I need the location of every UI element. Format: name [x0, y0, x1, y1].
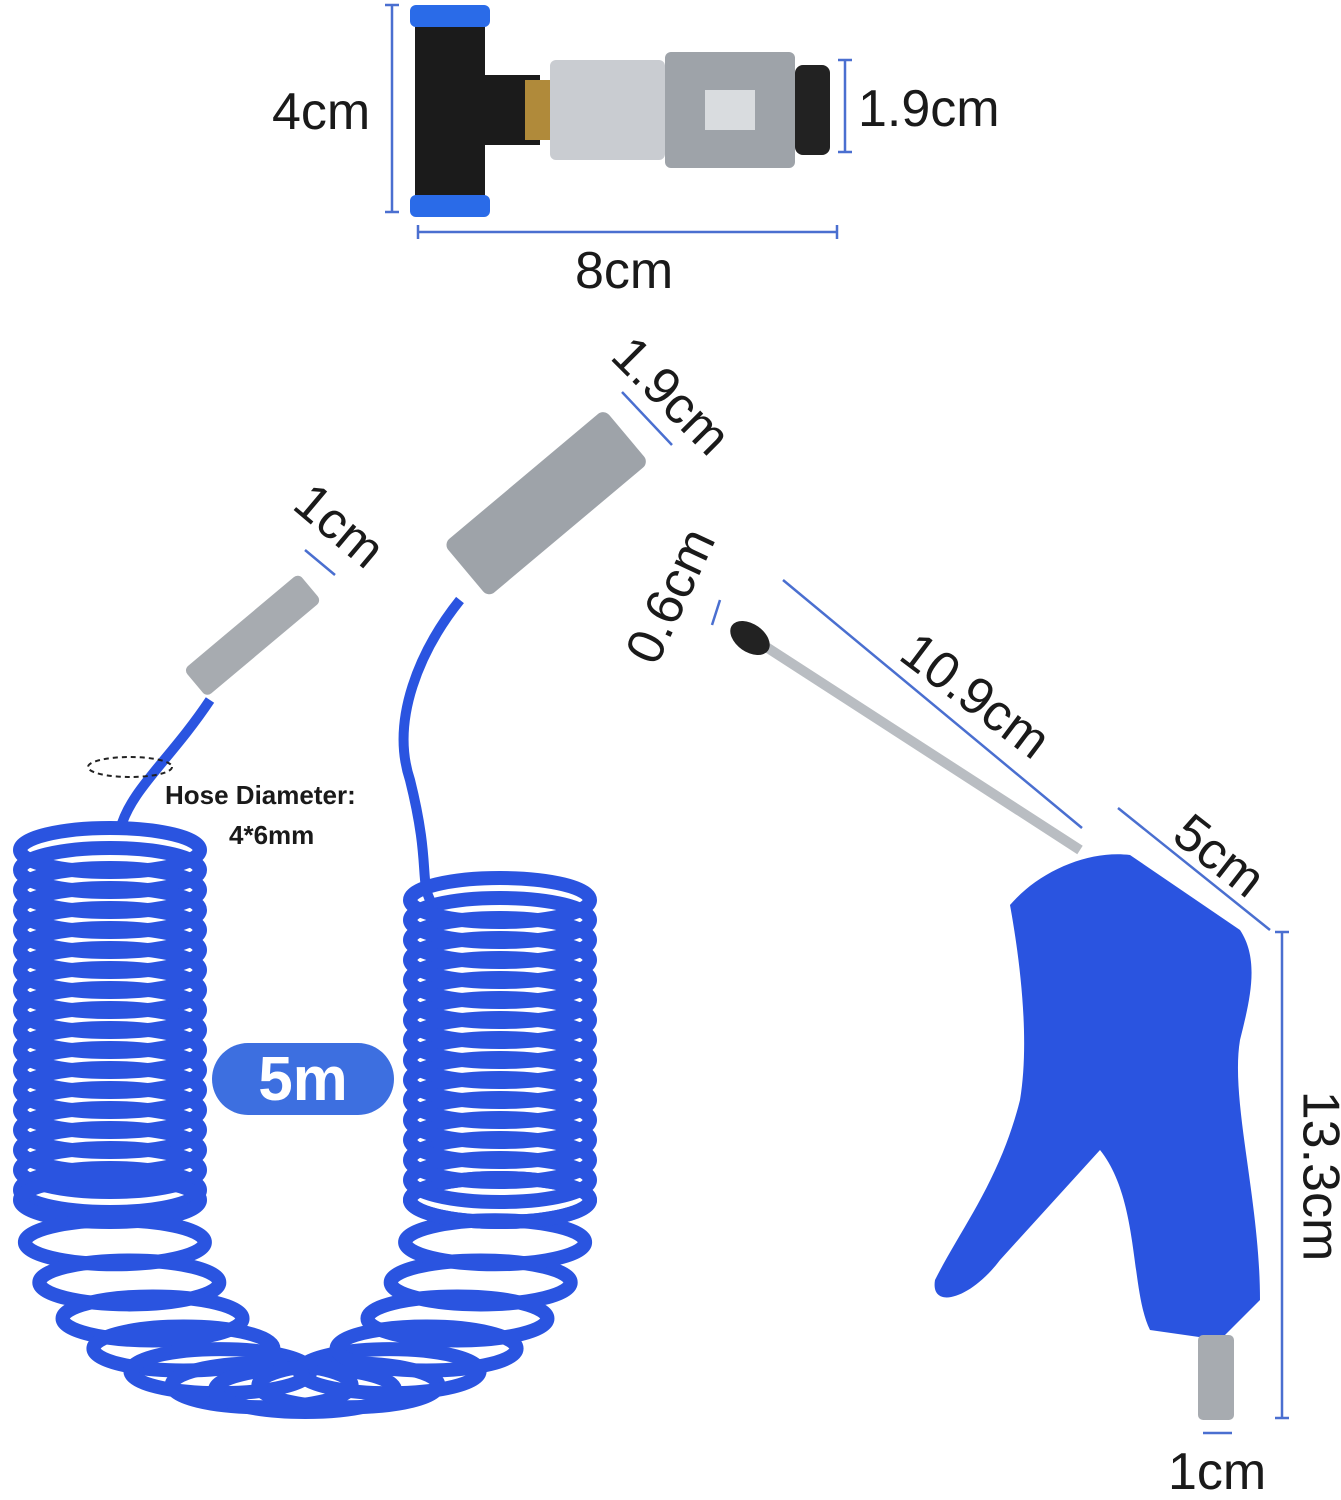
length-badge: 5m — [212, 1043, 394, 1115]
coiled-hose — [13, 596, 597, 1419]
hose-diameter-marker — [87, 756, 173, 778]
hose-coil-loop — [13, 1141, 207, 1199]
hose-coil-loop — [403, 891, 597, 949]
gun-height-label: 13.3cm — [1291, 1090, 1341, 1262]
tee-length-label: 8cm — [575, 242, 674, 300]
tee-fitting — [410, 5, 830, 217]
hose-coil-loop — [403, 871, 597, 929]
tee-connector-label: 1.9cm — [858, 80, 1000, 138]
dimension-lines — [304, 3, 1289, 1435]
tee-height-label: 4cm — [272, 83, 371, 141]
blow-gun — [730, 620, 1260, 1420]
hose-coil-loop — [55, 1289, 250, 1348]
hose-connectors — [185, 412, 646, 695]
hose-diameter-label: Hose Diameter: — [165, 780, 356, 810]
gun-plug-label: 1cm — [1168, 1443, 1267, 1500]
hose-coil-loop — [32, 1253, 227, 1312]
hose-coil-loop — [360, 1289, 555, 1348]
hose-coil-loop — [329, 1319, 524, 1378]
hose-diameter-value: 4*6mm — [229, 820, 315, 850]
